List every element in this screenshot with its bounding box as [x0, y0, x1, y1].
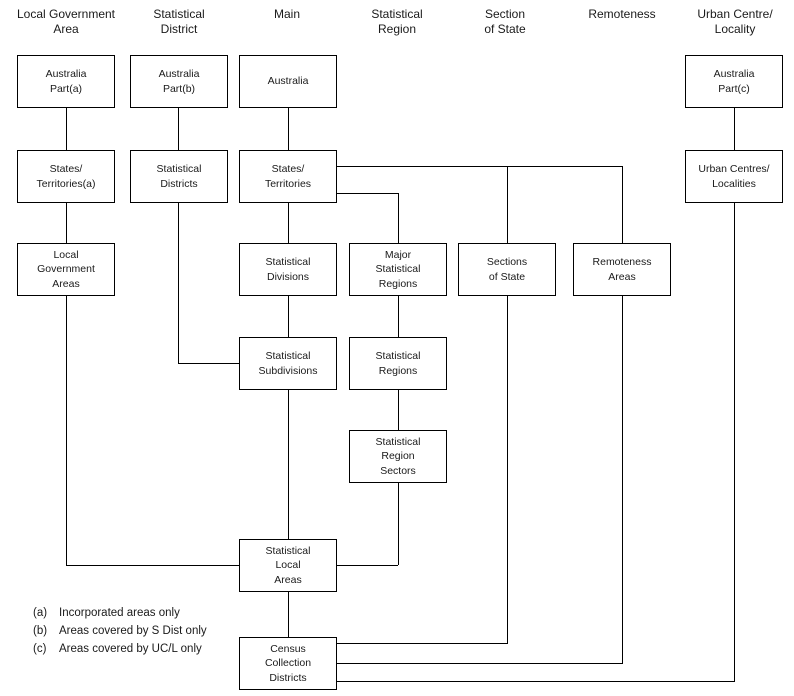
node-statistical-districts: Statistical Districts [130, 150, 228, 203]
connector [337, 166, 622, 167]
connector [288, 296, 289, 337]
node-remoteness-areas: Remoteness Areas [573, 243, 671, 296]
node-australia: Australia [239, 55, 337, 108]
node-urban-centres-localities: Urban Centres/ Localities [685, 150, 783, 203]
footnote-a: (a) Incorporated areas only [33, 604, 207, 622]
connector [734, 108, 735, 150]
connector [398, 296, 399, 337]
connector [398, 390, 399, 430]
connector [178, 363, 239, 364]
connector [507, 296, 508, 644]
connector [622, 166, 623, 243]
node-major-statistical-regions: Major Statistical Regions [349, 243, 447, 296]
node-sections-of-state: Sections of State [458, 243, 556, 296]
connector [178, 203, 179, 363]
footnote-c: (c) Areas covered by UC/L only [33, 640, 207, 658]
connector [337, 193, 398, 194]
node-states-territories: States/ Territories [239, 150, 337, 203]
connector [622, 296, 623, 664]
node-statistical-region-sectors: Statistical Region Sectors [349, 430, 447, 483]
connector [288, 108, 289, 150]
connector [66, 203, 67, 243]
connector [288, 592, 289, 637]
footnote-c-marker: (c) [33, 643, 47, 655]
node-statistical-subdivisions: Statistical Subdivisions [239, 337, 337, 390]
connector [288, 203, 289, 243]
connector [66, 108, 67, 150]
column-header-statistical-district: Statistical District [153, 7, 205, 36]
column-header-statistical-region: Statistical Region [371, 7, 423, 36]
connector [337, 643, 507, 644]
node-statistical-regions: Statistical Regions [349, 337, 447, 390]
column-header-local-government-area: Local Government Area [16, 7, 116, 36]
node-australia-part-b: Australia Part(b) [130, 55, 228, 108]
footnote-b-marker: (b) [33, 625, 48, 637]
connector [337, 565, 398, 566]
column-header-main: Main [273, 7, 300, 21]
column-header-remoteness: Remoteness [588, 7, 656, 21]
connector [288, 390, 289, 539]
connector [398, 483, 399, 565]
footnote-c-text: Areas covered by UC/L only [59, 643, 202, 655]
node-australia-part-a: Australia Part(a) [17, 55, 115, 108]
footnote-b-text: Areas covered by S Dist only [59, 625, 207, 637]
connector [66, 296, 67, 565]
footnote-b: (b) Areas covered by S Dist only [33, 622, 207, 640]
node-states-territories-a: States/ Territories(a) [17, 150, 115, 203]
node-local-government-areas: Local Government Areas [17, 243, 115, 296]
connector [66, 565, 239, 566]
node-statistical-divisions: Statistical Divisions [239, 243, 337, 296]
node-statistical-local-areas: Statistical Local Areas [239, 539, 337, 592]
connector [337, 663, 622, 664]
connector [734, 203, 735, 682]
footnote-a-marker: (a) [33, 607, 48, 619]
node-census-collection-districts: Census Collection Districts [239, 637, 337, 690]
node-australia-part-c: Australia Part(c) [685, 55, 783, 108]
footnote-a-text: Incorporated areas only [59, 607, 180, 619]
column-header-section-of-state: Section of State [484, 7, 526, 36]
connector [337, 681, 734, 682]
connector [507, 166, 508, 243]
footnotes: (a) Incorporated areas only (b) Areas co… [33, 604, 207, 658]
connector [178, 108, 179, 150]
column-header-urban-centre-locality: Urban Centre/ Locality [697, 7, 773, 36]
connector [398, 193, 399, 243]
